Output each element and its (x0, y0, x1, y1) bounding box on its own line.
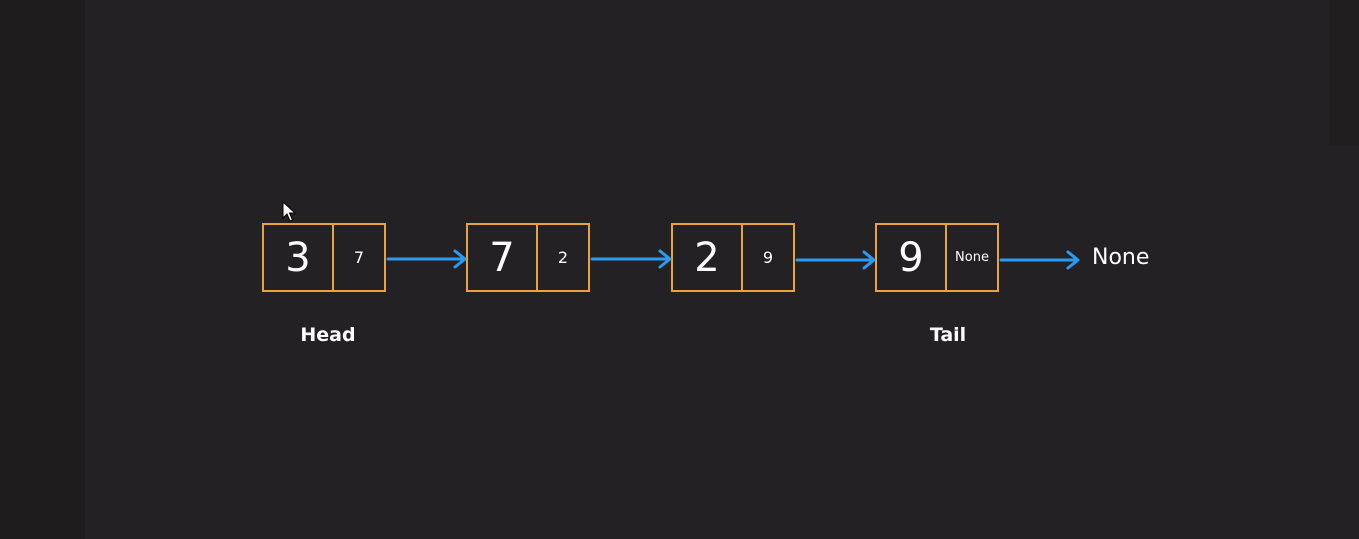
mouse-pointer-icon (282, 201, 296, 222)
node-1-data: 3 (264, 225, 334, 290)
tail-label: Tail (929, 324, 967, 346)
left-margin-bar (0, 0, 85, 539)
linked-list-node-1: 3 7 (262, 223, 386, 292)
linked-list-node-2: 7 2 (466, 223, 590, 292)
node-4-data: 9 (877, 225, 947, 290)
node-1-next: 7 (353, 248, 365, 267)
node-3-data: 2 (673, 225, 743, 290)
head-label: Head (300, 324, 356, 346)
linked-list-node-3: 2 9 (671, 223, 795, 292)
node-4-next: None (955, 250, 989, 265)
node-2-next: 2 (557, 248, 569, 267)
arrow-2-to-3 (590, 249, 672, 269)
node-2-data: 7 (468, 225, 538, 290)
linked-list-node-4: 9 None (875, 223, 999, 292)
right-edge-panel (1329, 0, 1359, 145)
arrow-1-to-2 (386, 249, 467, 269)
terminal-none-label: None (1092, 245, 1150, 270)
arrow-3-to-4 (795, 250, 876, 270)
arrow-4-to-none (999, 250, 1080, 270)
node-3-next: 9 (762, 248, 774, 267)
